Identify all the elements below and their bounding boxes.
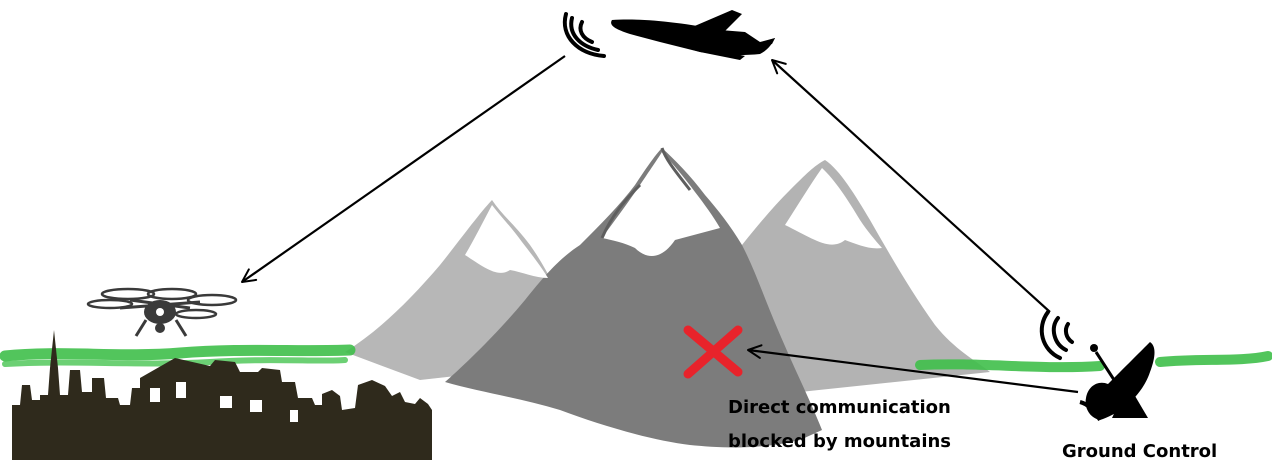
arrow-ground-blocked [747,344,1079,394]
red-x-icon [683,325,743,379]
grass-strips [0,344,1272,373]
mountain-center [445,148,822,448]
snow-cap-left [465,205,548,278]
ground-wifi-signal-icon [1039,310,1074,360]
satellite-dish-icon [1079,342,1155,422]
snow-cap-center [602,152,720,257]
wifi-signal-icon [562,12,606,58]
blocked-caption-line-2: blocked by mountains [728,431,952,452]
ground-control-label: Ground Control [1062,441,1218,462]
snow-cap-right [785,168,882,249]
arrow-plane-to-drone [241,55,566,283]
drone-icon [86,287,238,337]
arrow-ground-to-plane [771,59,1051,313]
city-silhouette [12,330,432,460]
airplane-icon [611,10,775,60]
blocked-caption-line-1: Direct communication [728,397,951,418]
mountain-range [345,147,990,448]
